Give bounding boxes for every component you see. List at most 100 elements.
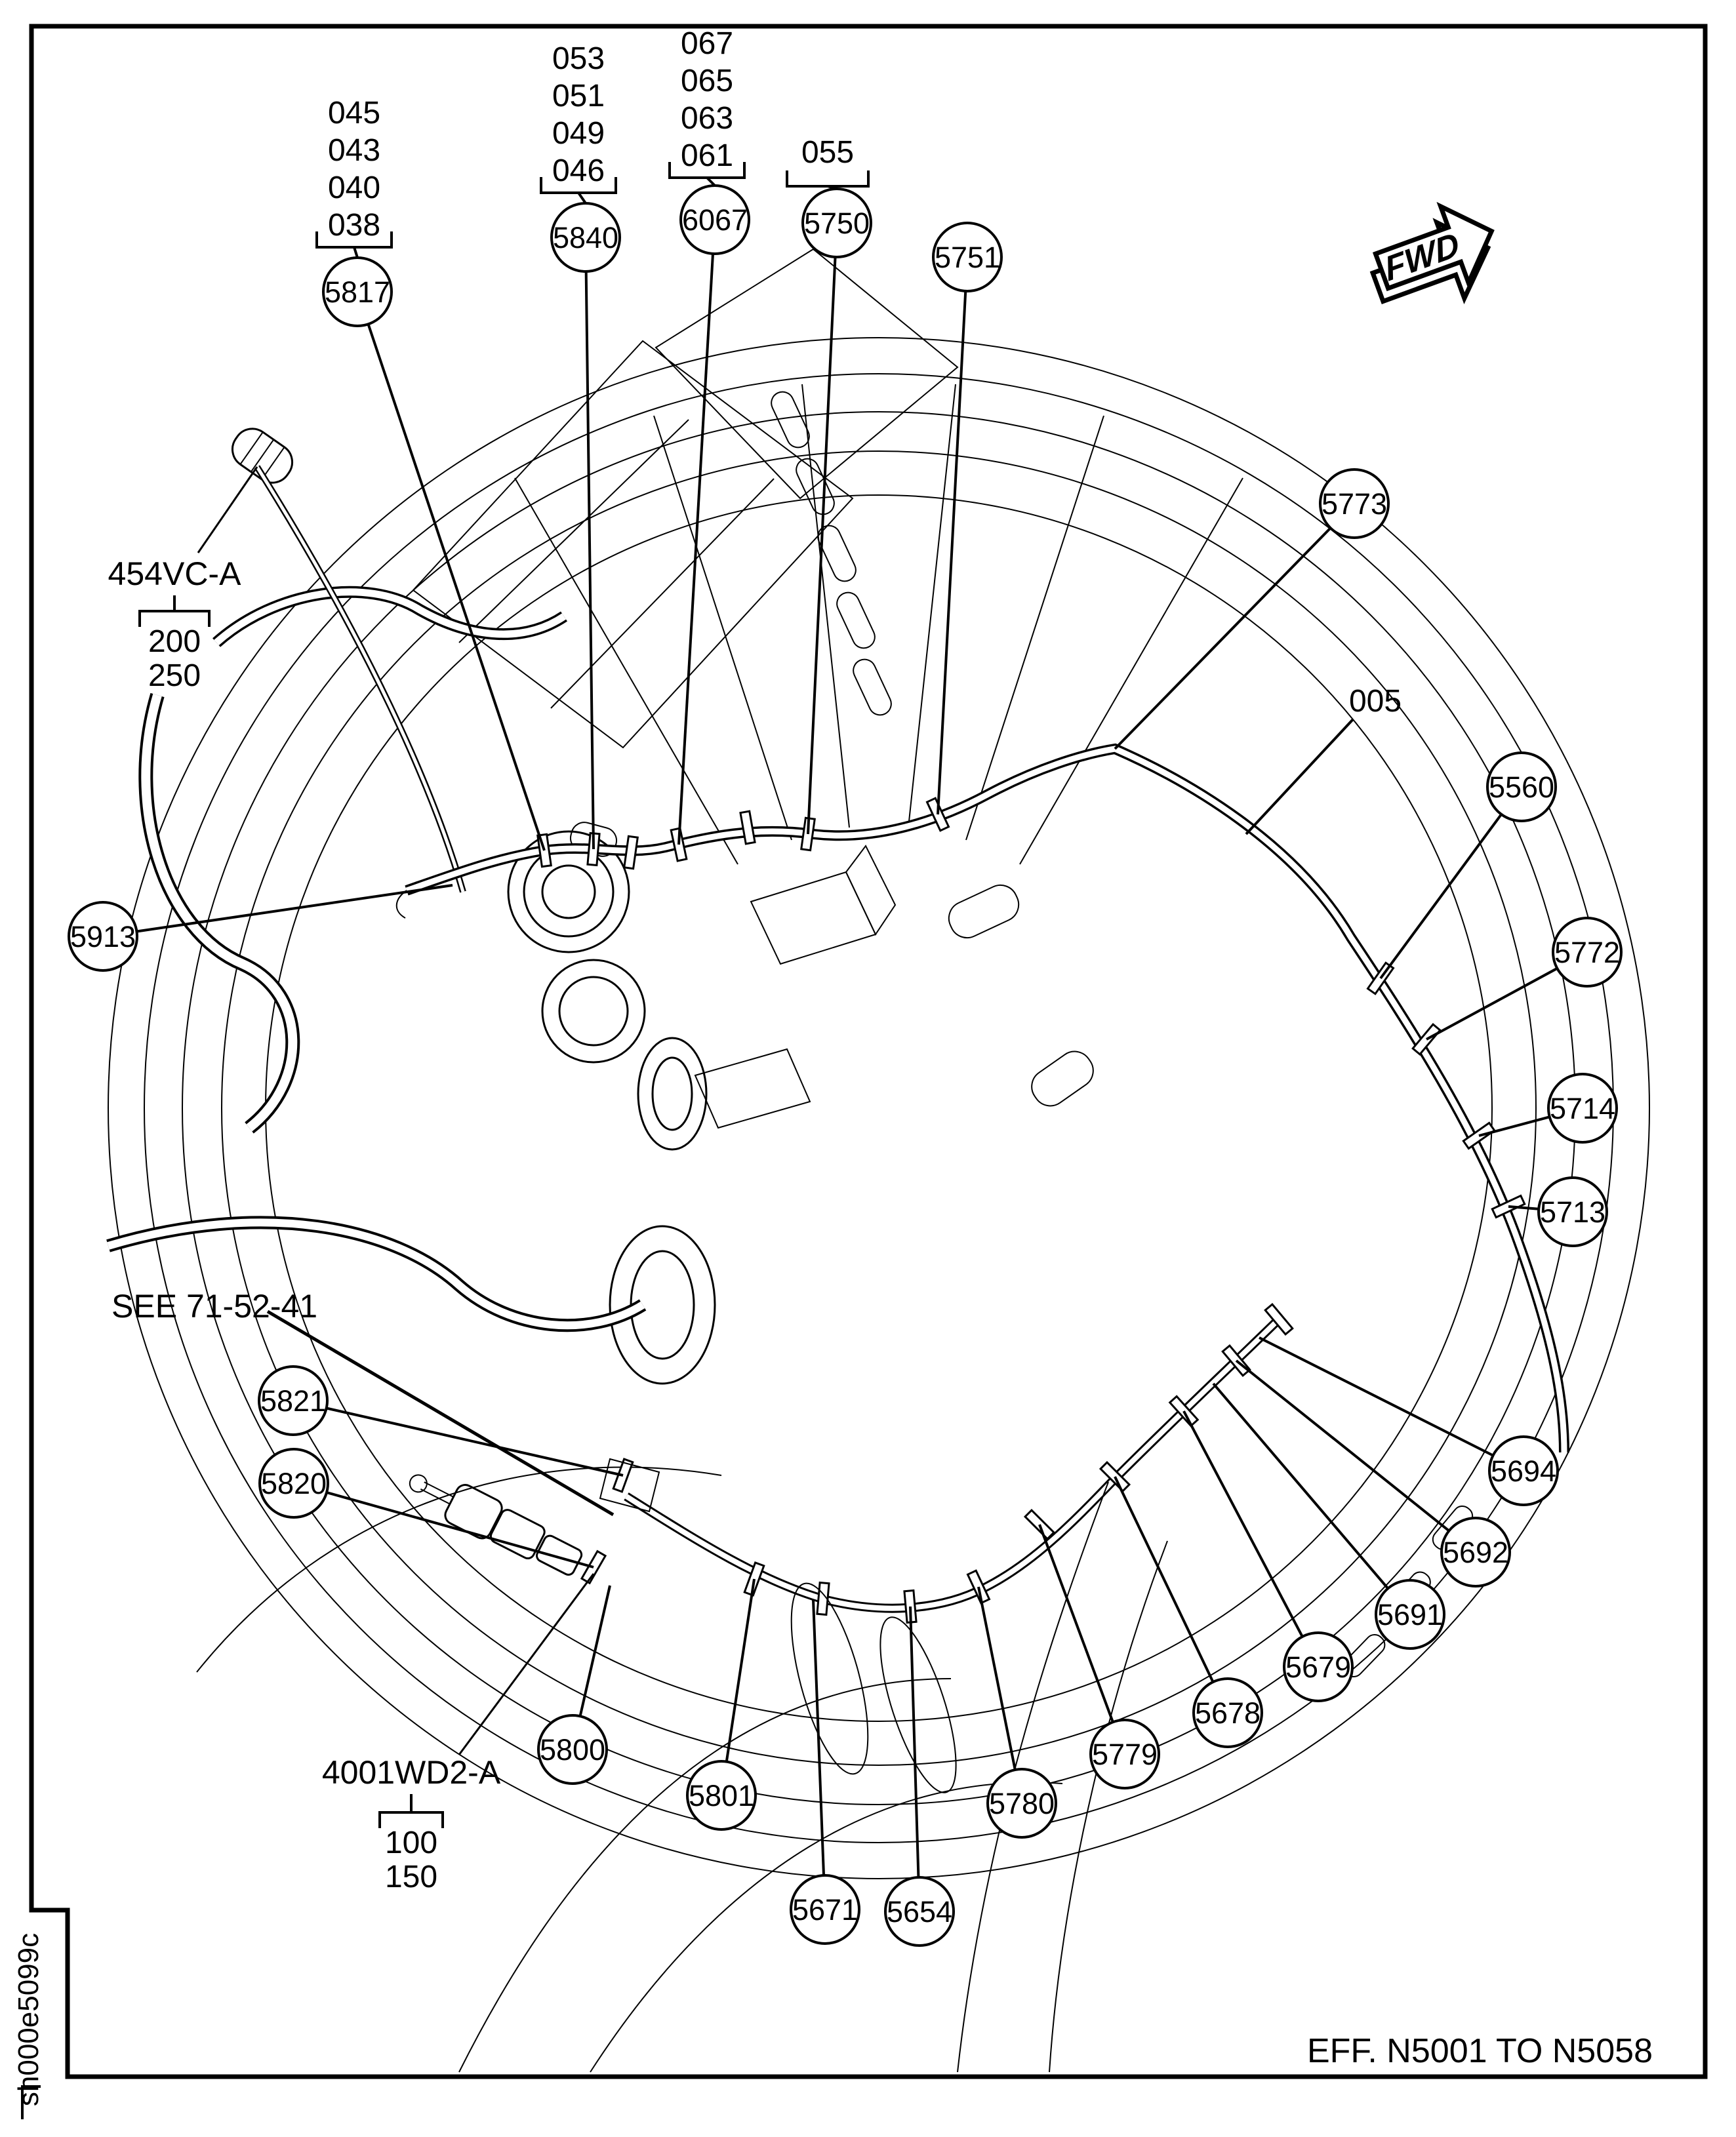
callout-number-5679: 5679 (1285, 1650, 1351, 1684)
callout-5692-leader (1235, 1359, 1450, 1532)
part-label-454VC-A: 454VC-A (108, 555, 242, 592)
callout-number-5817: 5817 (325, 275, 390, 309)
callout-5840-leader (584, 271, 595, 850)
item-number-005: 005 (1349, 684, 1402, 719)
item-number-250: 250 (148, 658, 201, 693)
item-number-040: 040 (328, 170, 380, 205)
callout-5679-leader (1182, 1410, 1304, 1637)
callout-bubble-5751[interactable] (932, 222, 1003, 292)
item-number-046: 046 (552, 153, 605, 188)
part-label-bracket-0 (138, 610, 211, 627)
callout-number-5840: 5840 (553, 221, 618, 254)
callout-5714-leader (1478, 1115, 1550, 1137)
callout-5820-leader (326, 1491, 594, 1568)
callout-number-5779: 5779 (1092, 1738, 1158, 1771)
callout-number-5678: 5678 (1195, 1696, 1261, 1730)
callout-number-5801: 5801 (689, 1779, 754, 1812)
sheet-id-corner-mark (21, 2085, 41, 2119)
item-number-038: 038 (328, 208, 380, 243)
item-stack-stem-3 (827, 185, 838, 190)
item-number-045: 045 (328, 96, 380, 130)
item-stack-stem-2 (706, 176, 716, 187)
item-number-100: 100 (385, 1826, 437, 1860)
callout-bubble-5913[interactable] (68, 901, 138, 972)
callout-number-5751: 5751 (935, 241, 1000, 274)
callout-5821-leader (326, 1407, 624, 1477)
effectivity-note: EFF. N5001 TO N5058 (1307, 2032, 1653, 2070)
callout-bubble-5800[interactable] (537, 1714, 608, 1785)
callout-bubble-5692[interactable] (1440, 1517, 1511, 1588)
page-border (29, 24, 1708, 2079)
callout-bubble-5820[interactable] (258, 1448, 329, 1519)
callout-5773-leader (1114, 527, 1332, 750)
callout-bubble-5691[interactable] (1375, 1579, 1445, 1650)
item-number-150: 150 (385, 1860, 437, 1894)
callout-5772-leader (1426, 967, 1558, 1041)
callout-5800-leader (578, 1585, 611, 1717)
callout-number-5820: 5820 (261, 1467, 327, 1500)
callout-5560-leader (1379, 813, 1503, 980)
callout-number-5694: 5694 (1491, 1454, 1556, 1488)
callout-number-5773: 5773 (1322, 487, 1387, 521)
callout-bubble-5773[interactable] (1319, 468, 1390, 539)
callout-bubble-5772[interactable] (1552, 917, 1623, 988)
callout-5750-leader (807, 256, 837, 835)
item-number-051: 051 (552, 79, 605, 113)
fwd-arrow-icon: FWD (1369, 201, 1495, 305)
item-number-063: 063 (681, 101, 733, 136)
item-stack-stem-1 (577, 191, 587, 205)
callout-5780-leader (977, 1586, 1017, 1770)
callout-bubble-5713[interactable] (1537, 1176, 1608, 1247)
part-label-bracket-1 (378, 1811, 444, 1828)
callout-bubble-5780[interactable] (986, 1768, 1057, 1839)
callout-5801-leader (725, 1578, 756, 1762)
callout-number-5780: 5780 (989, 1787, 1055, 1820)
callout-5654-leader (909, 1606, 920, 1878)
callout-number-6067: 6067 (682, 203, 748, 237)
callout-number-5772: 5772 (1554, 936, 1620, 969)
item-number-049: 049 (552, 116, 605, 151)
callout-number-5692: 5692 (1443, 1536, 1508, 1569)
callout-number-5560: 5560 (1489, 770, 1554, 804)
item-005-leader (1245, 718, 1354, 835)
reference-note: SEE 71-52-41 (111, 1288, 317, 1325)
callout-number-5714: 5714 (1550, 1092, 1615, 1125)
callout-bubble-5654[interactable] (884, 1876, 955, 1947)
engine-illustration (106, 248, 1650, 2073)
item-stack-bracket-3 (786, 170, 870, 188)
callout-5678-leader (1114, 1476, 1215, 1683)
part-label-leader-0 (197, 466, 258, 553)
callout-bubble-5671[interactable] (790, 1874, 860, 1945)
callout-number-5691: 5691 (1377, 1598, 1443, 1631)
callout-number-5913: 5913 (70, 920, 136, 953)
callout-bubble-5679[interactable] (1283, 1631, 1354, 1702)
callout-bubble-5714[interactable] (1547, 1073, 1618, 1144)
callout-5691-leader (1212, 1382, 1389, 1589)
sheet-id: sh000e5099c (12, 1933, 45, 2106)
callout-5779-leader (1038, 1524, 1114, 1723)
callout-5713-leader (1508, 1205, 1539, 1210)
callout-5817-leader (367, 323, 546, 851)
item-number-061: 061 (681, 138, 733, 173)
part-label-leader-1 (458, 1573, 595, 1755)
reference-note-leader (266, 1309, 615, 1517)
item-stack-stem-0 (353, 247, 359, 258)
callout-bubble-5801[interactable] (686, 1760, 757, 1831)
item-number-053: 053 (552, 41, 605, 76)
callout-number-5671: 5671 (792, 1893, 858, 1927)
callout-5671-leader (812, 1599, 826, 1876)
item-number-200: 200 (148, 624, 201, 659)
callout-bubble-5560[interactable] (1486, 751, 1557, 822)
callout-bubble-5821[interactable] (258, 1365, 329, 1436)
callout-5694-leader (1259, 1336, 1494, 1457)
callout-number-5654: 5654 (887, 1895, 952, 1928)
callout-bubble-5694[interactable] (1488, 1435, 1559, 1506)
callout-number-5750: 5750 (804, 207, 870, 240)
callout-bubble-5779[interactable] (1089, 1719, 1160, 1789)
callout-bubble-5678[interactable] (1192, 1677, 1263, 1748)
callout-5751-leader (937, 290, 967, 815)
callout-5913-leader (136, 884, 453, 933)
part-label-4001WD2-A: 4001WD2-A (322, 1754, 501, 1791)
